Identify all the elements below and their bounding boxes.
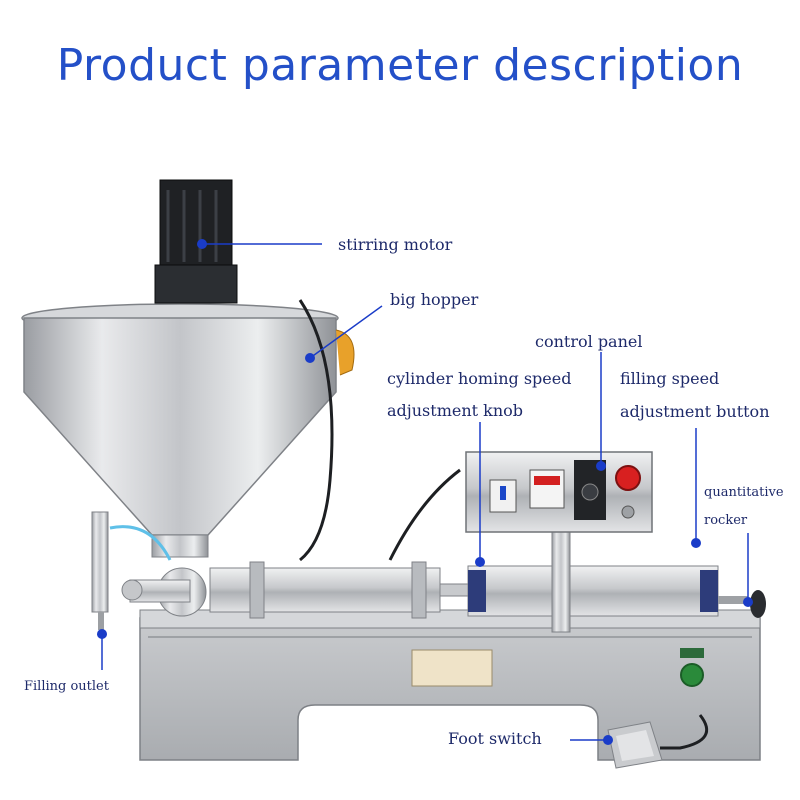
callout-dot-filling-speed (691, 538, 701, 548)
stirring-motor (154, 179, 238, 304)
nameplate (411, 649, 493, 687)
timer-display-icon (529, 469, 565, 509)
label-filling-outlet: Filling outlet (24, 679, 109, 694)
label-rocker: rocker (704, 513, 748, 528)
label-control-panel: control panel (535, 332, 643, 351)
valve-assembly (91, 511, 207, 630)
label-stirring-motor: stirring motor (338, 235, 453, 254)
label-foot-switch: Foot switch (448, 729, 542, 748)
callout-dot-stirring-motor (197, 239, 207, 249)
callout-dot-foot-switch (603, 735, 613, 745)
label-adjustment-button: adjustment button (620, 402, 770, 421)
callout-dot-quantitative-rocker (743, 597, 753, 607)
big-hopper (21, 303, 355, 558)
label-quantitative: quantitative (704, 485, 784, 500)
label-filling-speed: filling speed (620, 369, 720, 388)
label-cylinder-homing-speed: cylinder homing speed (387, 369, 572, 388)
callout-dot-filling-outlet (97, 629, 107, 639)
emergency-stop-icon (615, 465, 641, 491)
callout-dot-cylinder-knob (475, 557, 485, 567)
machine-base (139, 609, 761, 761)
label-big-hopper: big hopper (390, 290, 479, 309)
foot-switch (607, 721, 663, 769)
callouts (97, 239, 753, 745)
callout-dot-control-panel (596, 461, 606, 471)
power-indicator-icon (680, 663, 704, 687)
callout-dot-big-hopper (305, 353, 315, 363)
filling-cylinder (209, 561, 766, 619)
label-adjustment-knob: adjustment knob (387, 401, 524, 420)
control-box (465, 451, 653, 633)
page-title: Product parameter description (56, 40, 744, 91)
